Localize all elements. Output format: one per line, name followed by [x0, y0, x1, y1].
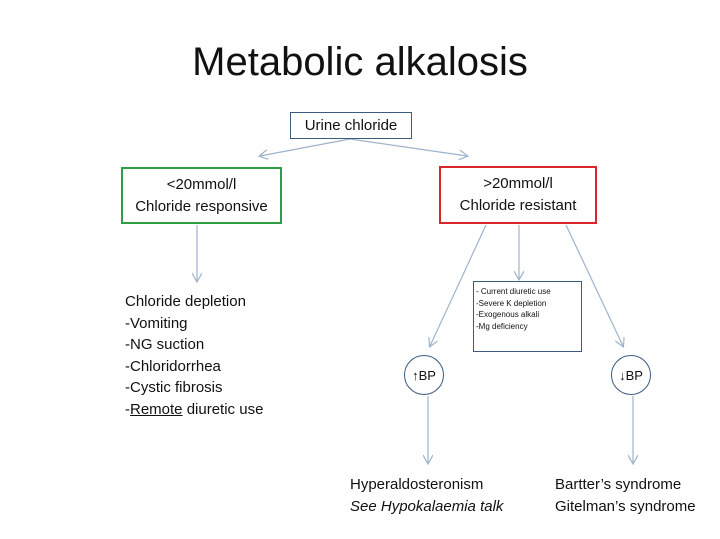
resistant-causes-box: - Current diuretic use -Severe K depleti…	[473, 281, 582, 352]
arrow-urine-to-resistant	[349, 138, 467, 156]
responsive-causes-list: Chloride depletion -Vomiting -NG suction…	[125, 291, 263, 420]
diagram-title: Metabolic alkalosis	[192, 40, 528, 84]
responsive-causes-heading: Chloride depletion	[125, 293, 246, 310]
low-bp-label: ↓BP	[619, 367, 643, 383]
resistant-cause: - Current diuretic use	[476, 287, 551, 296]
responsive-threshold: <20mmol/l	[166, 175, 237, 193]
list-item: -Cystic fibrosis	[125, 379, 223, 396]
arrow-resistant-to-low-bp	[565, 224, 623, 346]
urine-chloride-box: Urine chloride	[290, 112, 412, 139]
high-bp-node: ↑BP	[404, 355, 444, 395]
resistant-cause: -Mg deficiency	[476, 321, 528, 331]
resistant-cause: -Exogenous alkali	[476, 310, 540, 319]
list-item: -Vomiting	[125, 314, 188, 332]
bartter-label: Bartter’s syndrome	[555, 476, 682, 493]
low-bp-node: ↓BP	[611, 355, 651, 395]
see-talk-note: See Hypokalaemia talk	[350, 498, 504, 515]
list-item-prefix: -	[125, 400, 130, 418]
chloride-responsive-box: <20mmol/l Chloride responsive	[121, 167, 282, 224]
responsive-label: Chloride responsive	[135, 197, 268, 215]
remote-underlined: Remote	[130, 400, 183, 418]
low-bp-outcome: Bartter’s syndrome Gitelman’s syndrome	[555, 474, 696, 518]
arrow-resistant-to-high-bp	[430, 224, 487, 346]
list-item: -Chloridorrhea	[125, 357, 221, 375]
list-item: -Remote diuretic use	[125, 399, 263, 421]
urine-chloride-label: Urine chloride	[304, 117, 398, 134]
hyperaldosteronism-label: Hyperaldosteronism	[350, 476, 484, 493]
high-bp-outcome: Hyperaldosteronism See Hypokalaemia talk	[350, 474, 503, 518]
high-bp-label: ↑BP	[412, 367, 436, 383]
gitelman-label: Gitelman’s syndrome	[555, 498, 696, 515]
list-item-rest: diuretic use	[182, 400, 264, 418]
resistant-label: Chloride resistant	[459, 197, 577, 214]
list-item: -NG suction	[125, 336, 205, 353]
arrow-urine-to-responsive	[260, 138, 351, 156]
resistant-cause: -Severe K depletion	[476, 298, 547, 308]
chloride-resistant-box: >20mmol/l Chloride resistant	[439, 166, 597, 224]
resistant-threshold: >20mmol/l	[483, 175, 553, 192]
